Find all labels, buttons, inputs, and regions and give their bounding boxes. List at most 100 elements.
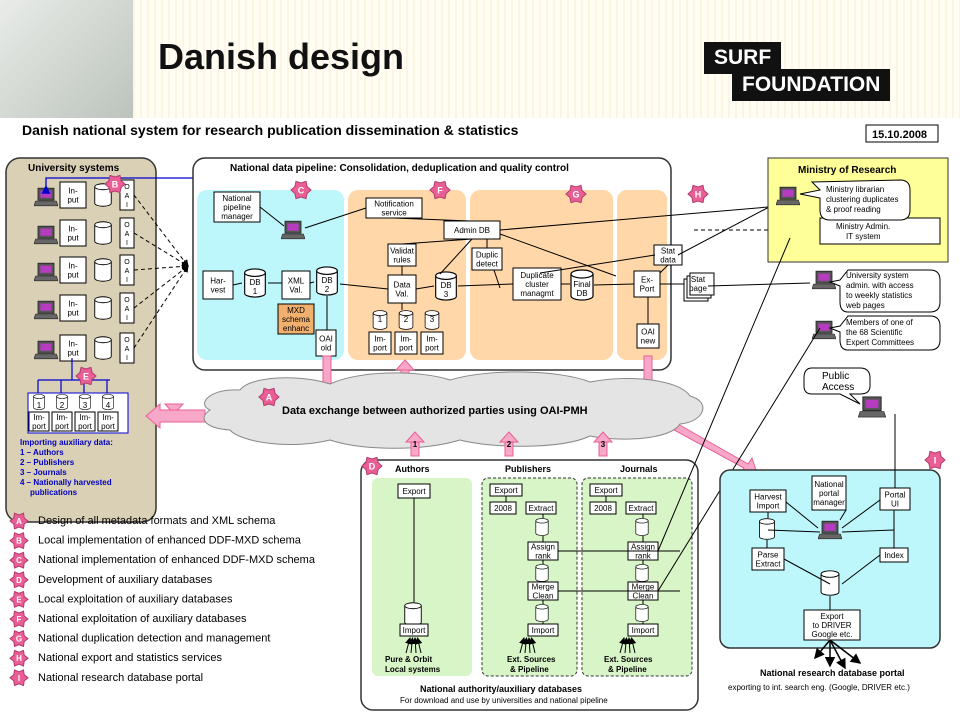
ministry-callout: Ministry librarian clustering duplicates… <box>799 179 911 221</box>
uni-db-icon <box>94 258 112 282</box>
legend-text: National export and statistics services <box>38 652 223 664</box>
badge-g-letter: G <box>572 190 579 200</box>
badge-h-star <box>687 184 709 204</box>
uni-to-harvest-arrow <box>133 265 189 349</box>
connector-line <box>339 283 389 290</box>
diagram-title: Danish national system for research publ… <box>22 122 519 138</box>
db3-icon-label: DB <box>440 281 451 290</box>
uni-oai-letter: A <box>125 346 130 353</box>
notification-service-box-label: Notification <box>374 200 414 209</box>
legend-badge-letter: I <box>18 674 20 683</box>
legend-badge-star <box>9 630 29 648</box>
stat-page-label: Stat <box>691 275 706 284</box>
journals-import-box-label: Import <box>632 626 655 635</box>
public-access-line1: Public <box>822 371 849 382</box>
portal-footer-title: National research database portal <box>760 668 905 678</box>
journals-year-box-label: 2008 <box>594 504 612 513</box>
source-arrow <box>529 637 537 654</box>
legend-badge-letter: D <box>16 576 22 585</box>
badge-e-letter: E <box>83 372 89 382</box>
authors-export-box-label: Export <box>402 487 426 496</box>
source-arrow <box>411 637 419 654</box>
uni-to-harvest-arrow <box>133 232 189 267</box>
connector-line <box>401 238 473 245</box>
legend-badge-star <box>9 649 29 667</box>
aux-import-box-label: Im- <box>56 413 68 422</box>
pink-arrow-import-up-head <box>394 359 416 371</box>
authors-import-box <box>399 623 429 637</box>
uni-admin-line1: University system <box>846 271 909 280</box>
portal-ui-box-label: UI <box>891 500 899 509</box>
publishers-db1-icon <box>535 518 549 536</box>
portal-manager-box <box>811 475 847 511</box>
uni-oai-letter: A <box>125 231 130 238</box>
ministry-librarian-line1: Ministry librarian <box>826 185 884 194</box>
portal-manager-box-label: portal <box>819 489 839 498</box>
journals-db3-icon <box>635 604 649 622</box>
pipeline-import-box-label: Im- <box>400 335 412 344</box>
stat-data-box-label: data <box>660 256 676 265</box>
uni-admin-line3: to weekly statistics <box>846 291 912 300</box>
portal-manager-box-label: manager <box>813 498 845 507</box>
admin-db-box-label: Admin DB <box>454 226 490 235</box>
journals-assign-rank-box-label: Assign <box>631 543 655 552</box>
connector-line <box>493 269 501 289</box>
source-arrow <box>629 637 637 654</box>
aux-import-box-label: port <box>55 422 70 431</box>
duplicate-cluster-box-label: Duplicate <box>520 271 554 280</box>
data-val-box-label: Val. <box>395 290 408 299</box>
uni-oai-letter: A <box>125 268 130 275</box>
legend-badge-letter: B <box>16 537 22 546</box>
public-access-computer-icon <box>858 396 886 418</box>
aux-footer-sub: For download and use by universities and… <box>400 696 608 705</box>
aux-import-box <box>28 411 50 432</box>
pink-arrow-journals-head <box>592 431 614 443</box>
university-admin-callout: University system admin. with access to … <box>812 269 941 313</box>
uni-oai-letter: A <box>125 306 130 313</box>
ministry-librarian-line3: & proof reading <box>826 205 881 214</box>
stat-data-box-label: Stat <box>661 247 676 256</box>
publishers-merge-clean-box-label: Merge <box>532 583 555 592</box>
data-val-box-label: Data <box>394 281 411 290</box>
uni-input-box-label: put <box>67 349 79 358</box>
pipeline-title: National data pipeline: Consolidation, d… <box>230 163 569 174</box>
source-arrow <box>415 637 423 654</box>
pipeline-import-box-label: Im- <box>426 335 438 344</box>
uni-oai-letter: O <box>124 259 130 266</box>
pipeline-import-box-label: port <box>373 344 388 353</box>
pink-dummy-head <box>163 403 185 415</box>
uni-input-box <box>59 294 87 322</box>
uni-to-harvest-arrow <box>133 194 189 267</box>
oai-new-box-label: new <box>641 337 656 346</box>
publishers-extract-box <box>525 501 557 515</box>
journals-extract-box-label: Extract <box>629 504 655 513</box>
connector-line <box>415 285 435 290</box>
legend-text: National duplication detection and manag… <box>38 633 270 645</box>
legend-badge-star <box>9 551 29 569</box>
harvest-box-label: Har- <box>210 277 226 286</box>
uni-input-box <box>59 181 87 209</box>
uni-input-box-label: put <box>67 196 79 205</box>
legend-badge-letter: G <box>16 635 22 644</box>
aux-import-box-label: port <box>78 422 93 431</box>
final-db-icon-label: DB <box>576 289 587 298</box>
aux-footer-title: National authority/auxiliary databases <box>420 684 582 694</box>
db1-icon-label: DB <box>249 278 260 287</box>
ministry-admin-line1: Ministry Admin. <box>836 222 890 231</box>
pink-arrow-publishers-head <box>498 431 520 443</box>
uni-oai-letter: I <box>126 315 128 322</box>
duplicate-cluster-box-label: cluster <box>525 280 549 289</box>
uni-oai-letter: O <box>124 222 130 229</box>
data-exchange-text: Data exchange between authorized parties… <box>282 405 588 417</box>
national-pipeline-manager-box-label: manager <box>221 212 253 221</box>
connector-line <box>839 509 847 521</box>
aux-import-box <box>97 411 119 432</box>
portal-panel: National research database portal export… <box>719 469 941 692</box>
diagram-header: Danish national system for research publ… <box>22 122 939 143</box>
portal-db1-icon <box>758 518 776 540</box>
connector-line <box>439 238 473 275</box>
aux-arrow-number-1: 1 <box>413 440 418 449</box>
